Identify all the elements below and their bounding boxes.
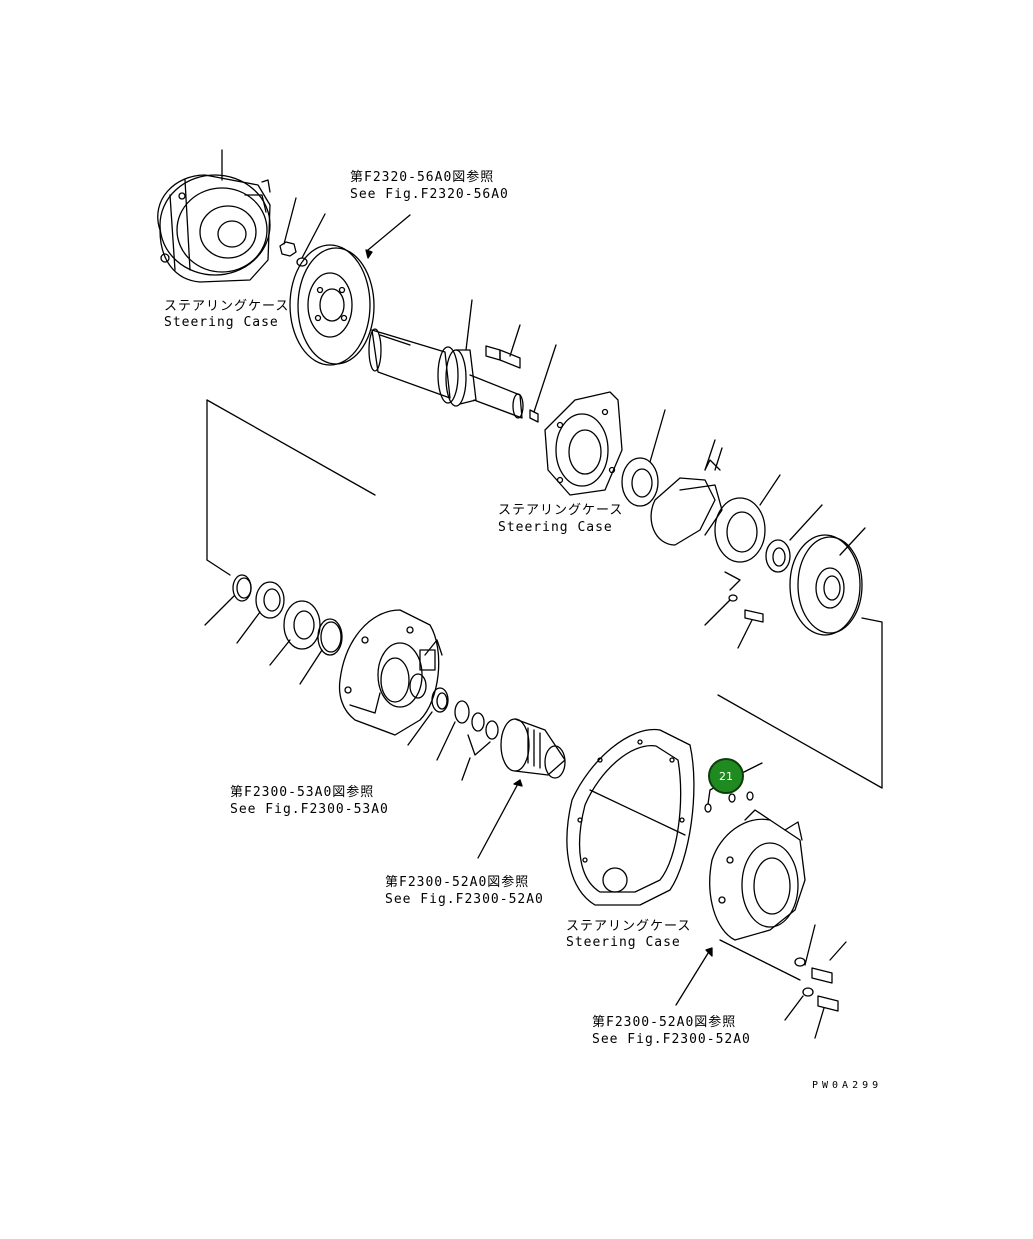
bearing-ring-upper <box>621 409 666 507</box>
steering-case-label-1-jp: ステアリングケース <box>164 299 290 314</box>
steering-case-housing-bottom <box>675 809 806 1006</box>
leader-lines <box>206 399 883 836</box>
steering-case-gasket <box>566 728 695 906</box>
callout-21-number: 21 <box>719 769 733 783</box>
ref-bottom-jp: 第F2300-52A0図参照 <box>592 1015 737 1030</box>
bearing-and-ring-gear <box>704 504 866 649</box>
snap-rings-row <box>407 673 499 781</box>
bolts-and-washers-bottom <box>784 924 847 1039</box>
seal-and-bearing-row <box>204 574 343 685</box>
bolt-top <box>485 324 557 423</box>
steering-case-plate <box>544 391 623 496</box>
ref-mid-en[interactable]: See Fig.F2300-53A0 <box>230 802 389 817</box>
ref-bottom-en[interactable]: See Fig.F2300-52A0 <box>592 1032 751 1047</box>
drawing-code: PW0A299 <box>812 1080 883 1091</box>
gear-plates <box>650 439 781 563</box>
steering-case-label-2-jp: ステアリングケース <box>498 503 624 518</box>
ref-mid-jp: 第F2300-53A0図参照 <box>230 785 375 800</box>
steering-case-label-2-en: Steering Case <box>498 520 613 535</box>
callout-21[interactable]: 21 <box>708 758 744 794</box>
nut-and-washer <box>279 197 326 267</box>
ref-top-jp: 第F2320-56A0図参照 <box>350 170 495 185</box>
brake-disc-top <box>289 214 411 366</box>
ref-52-jp: 第F2300-52A0図参照 <box>385 875 530 890</box>
steering-case-housing-top <box>157 149 271 283</box>
output-shaft <box>368 299 524 419</box>
planetary-carrier <box>338 609 443 736</box>
ref-top-en[interactable]: See Fig.F2320-56A0 <box>350 187 509 202</box>
sun-gear-hub <box>477 718 566 859</box>
steering-case-label-3-jp: ステアリングケース <box>566 919 692 934</box>
steering-case-label-3-en: Steering Case <box>566 935 681 950</box>
steering-case-label-1-en: Steering Case <box>164 315 279 330</box>
ref-52-en[interactable]: See Fig.F2300-52A0 <box>385 892 544 907</box>
